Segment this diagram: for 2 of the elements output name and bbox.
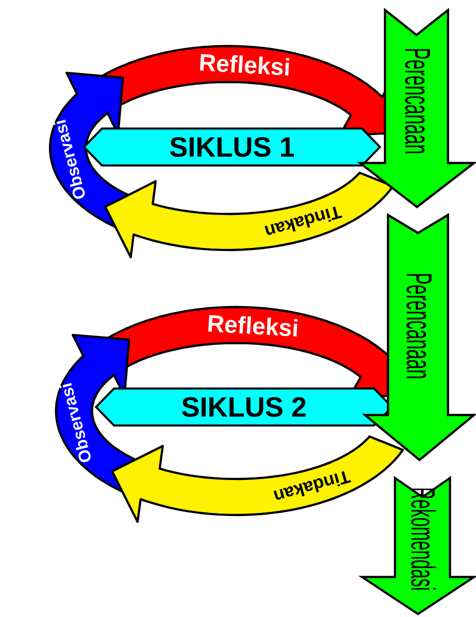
cycle-arc: Tindakan [111,435,404,523]
cycle-arc: Tindakan [104,172,394,258]
